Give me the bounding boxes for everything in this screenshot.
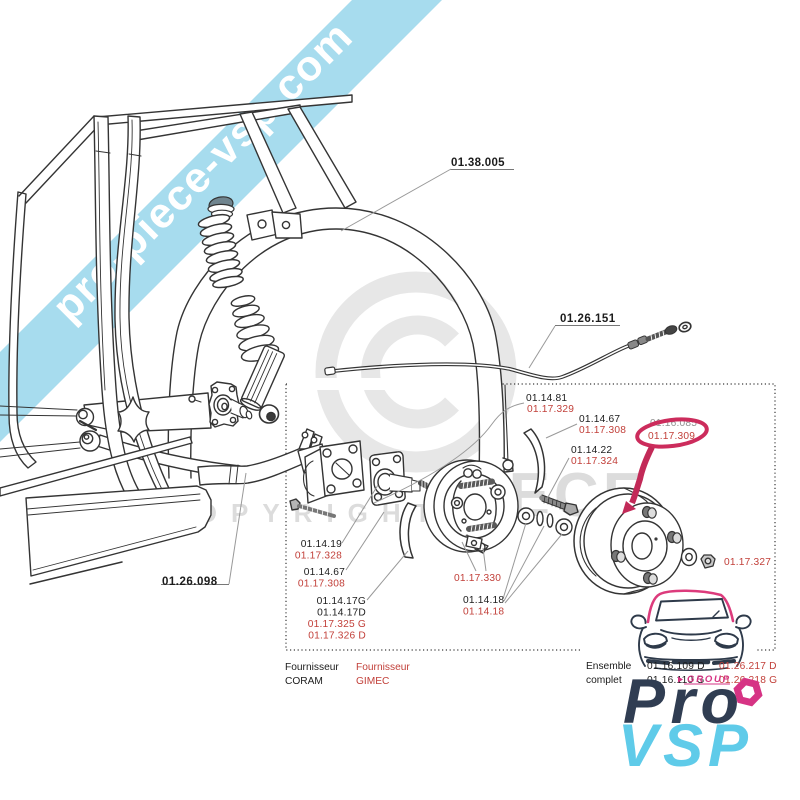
svg-text:01.14.17G: 01.14.17G xyxy=(317,596,366,607)
svg-text:01.14.22: 01.14.22 xyxy=(571,445,612,456)
svg-text:Fournisseur: Fournisseur xyxy=(285,662,339,673)
svg-text:01.14.18: 01.14.18 xyxy=(463,607,504,618)
svg-text:01.17.328: 01.17.328 xyxy=(295,551,342,562)
svg-text:01.17.329: 01.17.329 xyxy=(527,404,574,415)
svg-text:GIMEC: GIMEC xyxy=(356,676,389,687)
svg-text:complet: complet xyxy=(586,675,622,686)
svg-text:01.17.326 D: 01.17.326 D xyxy=(308,631,366,642)
svg-text:01.14.18: 01.14.18 xyxy=(463,595,504,606)
svg-text:GROUP: GROUP xyxy=(687,674,731,685)
svg-text:01.26.098: 01.26.098 xyxy=(162,576,218,588)
svg-text:01.17.327: 01.17.327 xyxy=(724,557,771,568)
svg-text:01.17.308: 01.17.308 xyxy=(579,425,626,436)
svg-text:01.14.81: 01.14.81 xyxy=(526,393,567,404)
svg-text:01.17.330: 01.17.330 xyxy=(454,573,501,584)
svg-text:01.16.109 D: 01.16.109 D xyxy=(647,661,705,672)
svg-text:01.16.110 G: 01.16.110 G xyxy=(647,675,705,686)
svg-text:Fournisseur: Fournisseur xyxy=(356,662,410,673)
svg-text:01.26.151: 01.26.151 xyxy=(560,313,616,325)
svg-text:01.16.085: 01.16.085 xyxy=(650,418,697,429)
svg-text:01.17.308: 01.17.308 xyxy=(298,579,345,590)
svg-text:01.14.19: 01.14.19 xyxy=(301,539,342,550)
svg-text:01.26.217 D: 01.26.217 D xyxy=(719,661,777,672)
svg-text:01.17.309: 01.17.309 xyxy=(648,431,695,442)
svg-text:01.38.005: 01.38.005 xyxy=(451,157,505,169)
svg-text:VSP: VSP xyxy=(618,712,753,779)
svg-text:01.14.67: 01.14.67 xyxy=(579,414,620,425)
svg-text:01.17.324: 01.17.324 xyxy=(571,456,618,467)
svg-text:01.17.325 G: 01.17.325 G xyxy=(308,619,366,630)
svg-text:01.14.17D: 01.14.17D xyxy=(317,608,366,619)
svg-text:01.14.67: 01.14.67 xyxy=(304,567,345,578)
svg-text:Pro: Pro xyxy=(623,667,745,737)
svg-text:CORAM: CORAM xyxy=(285,676,323,687)
svg-text:Ensemble: Ensemble xyxy=(586,661,632,672)
